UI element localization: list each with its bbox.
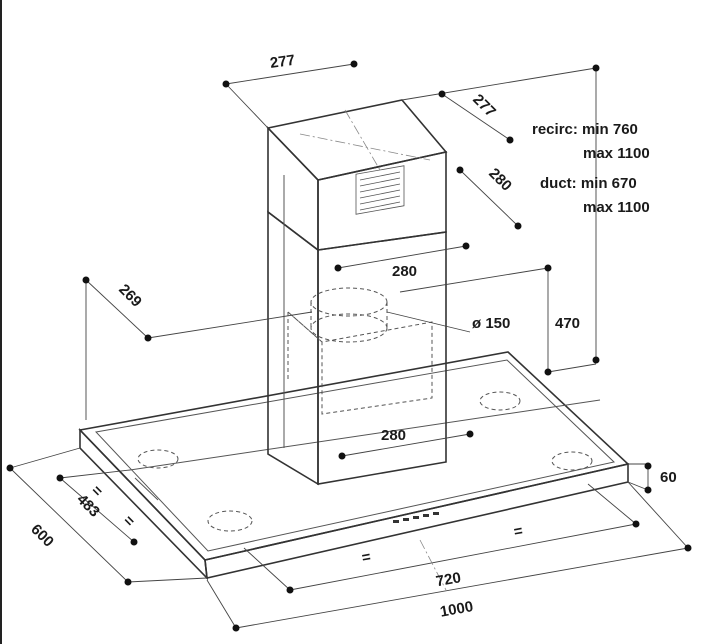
label-duct-line2: max 1100 bbox=[583, 199, 650, 216]
canopy-top-surface bbox=[78, 351, 630, 561]
label-depth-600: 600 bbox=[27, 521, 57, 551]
label-chimney-lower-depth: 280 bbox=[485, 165, 515, 195]
chimney-axis-2 bbox=[344, 109, 381, 171]
label-recirc-line2: max 1100 bbox=[583, 145, 650, 162]
filter-divider bbox=[129, 399, 601, 471]
duct-outlet-bottom bbox=[310, 313, 388, 343]
chimney-top-face bbox=[266, 99, 448, 181]
vent-grille bbox=[355, 165, 405, 215]
label-chimney-top-width: 277 bbox=[269, 52, 296, 72]
lamp-right-back bbox=[479, 391, 521, 411]
lamp-right-front bbox=[551, 451, 593, 471]
chimney-lower-front bbox=[317, 231, 447, 485]
label-equal-width-1: = bbox=[361, 548, 373, 566]
lamp-left-back bbox=[137, 449, 179, 469]
label-offset-269: 269 bbox=[115, 281, 145, 311]
control-panel bbox=[393, 512, 439, 523]
label-duct-diameter: ø 150 bbox=[472, 315, 510, 332]
label-equal-width-2: = bbox=[513, 522, 525, 540]
label-thickness-60: 60 bbox=[660, 469, 677, 486]
canopy-front-face bbox=[204, 462, 629, 579]
lamp-left-front bbox=[207, 510, 253, 532]
motor-box bbox=[287, 311, 433, 415]
label-recirc-line1: recirc: min 760 bbox=[532, 121, 638, 138]
label-height-470: 470 bbox=[555, 315, 580, 332]
canopy-inner-rim bbox=[95, 359, 616, 552]
label-chimney-lower-width: 280 bbox=[392, 263, 417, 280]
label-duct-line1: duct: min 670 bbox=[540, 175, 637, 192]
duct-outlet-top bbox=[310, 287, 388, 317]
label-chimney-top-depth: 277 bbox=[469, 91, 499, 121]
chimney-axis-1 bbox=[299, 133, 431, 161]
label-chimney-base-width: 280 bbox=[381, 427, 406, 444]
chimney bbox=[266, 99, 448, 486]
label-width-1000: 1000 bbox=[439, 598, 475, 621]
hood-canopy bbox=[78, 351, 630, 581]
label-equal-depth-2: = bbox=[120, 512, 138, 530]
label-width-720: 720 bbox=[435, 569, 463, 590]
dimension-lines bbox=[6, 60, 692, 632]
dimension-labels: 277 277 280 recirc: min 760 max 1100 duc… bbox=[27, 52, 676, 621]
filter-divider-side bbox=[134, 477, 159, 501]
